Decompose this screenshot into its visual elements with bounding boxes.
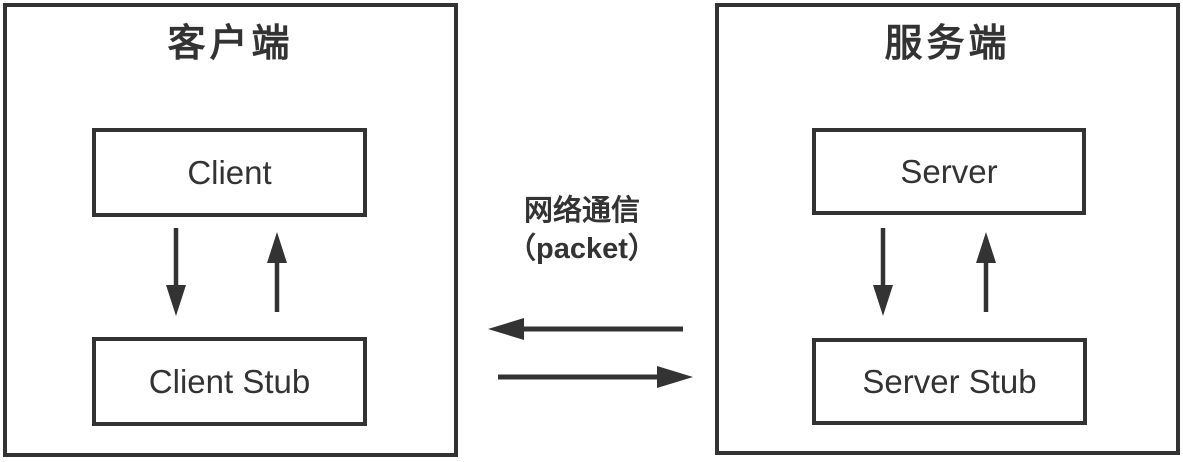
client-down-arrow-icon <box>163 228 189 316</box>
server-box-label: Server <box>900 153 998 190</box>
client-panel-title: 客户端 <box>167 23 294 65</box>
network-left-arrow-icon <box>487 316 684 342</box>
server-down-arrow-icon <box>870 228 896 316</box>
network-right-arrow-icon <box>497 364 694 390</box>
client-stub-box: Client Stub <box>92 337 367 426</box>
server-box: Server <box>812 128 1086 215</box>
client-box-label: Client <box>187 154 272 191</box>
network-communication-label: 网络通信 （packet） <box>478 192 686 268</box>
client-box: Client <box>92 128 367 217</box>
server-panel: 服务端 Server Server Stub <box>715 3 1180 455</box>
server-up-arrow-icon <box>973 232 999 312</box>
network-communication-line1: 网络通信 <box>523 195 640 227</box>
client-up-arrow-icon <box>264 232 290 312</box>
client-stub-box-label: Client Stub <box>148 363 311 400</box>
server-stub-box-label: Server Stub <box>862 363 1037 400</box>
server-panel-title: 服务端 <box>884 23 1011 65</box>
server-stub-box: Server Stub <box>812 338 1087 425</box>
network-communication-line2: （packet） <box>507 233 657 265</box>
client-panel: 客户端 Client Client Stub <box>3 3 458 457</box>
